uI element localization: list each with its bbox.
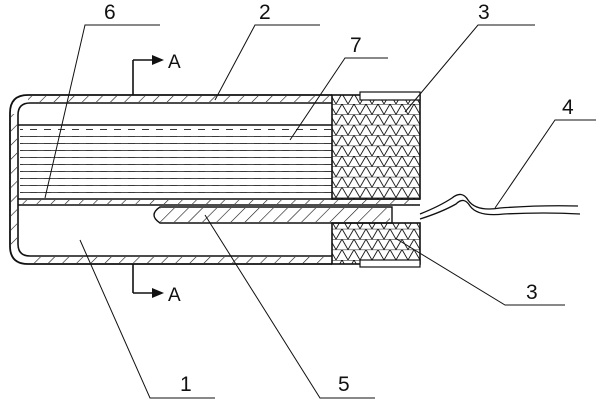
part-number-6: 6	[104, 1, 116, 24]
part-number-5: 5	[338, 373, 350, 396]
part-number-7: 7	[350, 34, 362, 57]
part-number-1: 1	[180, 373, 192, 396]
section-mark-bottom: A	[168, 285, 181, 306]
part-number-4: 4	[562, 96, 574, 119]
part-number-3-bottom: 3	[526, 281, 538, 304]
section-marker-top: A	[132, 52, 181, 95]
separator-plate	[18, 198, 420, 206]
end-cap-top	[331, 91, 421, 200]
heating-element	[153, 206, 393, 224]
end-cap-bottom	[331, 222, 421, 268]
section-mark-top: A	[168, 52, 181, 73]
part-number-3-top: 3	[478, 1, 490, 24]
outer-casing	[9, 94, 332, 265]
liquid-chamber	[18, 124, 332, 197]
lead-wires	[419, 193, 581, 220]
section-marker-bottom: A	[132, 264, 181, 306]
part-number-2: 2	[259, 1, 271, 24]
leader-lines	[44, 24, 596, 399]
